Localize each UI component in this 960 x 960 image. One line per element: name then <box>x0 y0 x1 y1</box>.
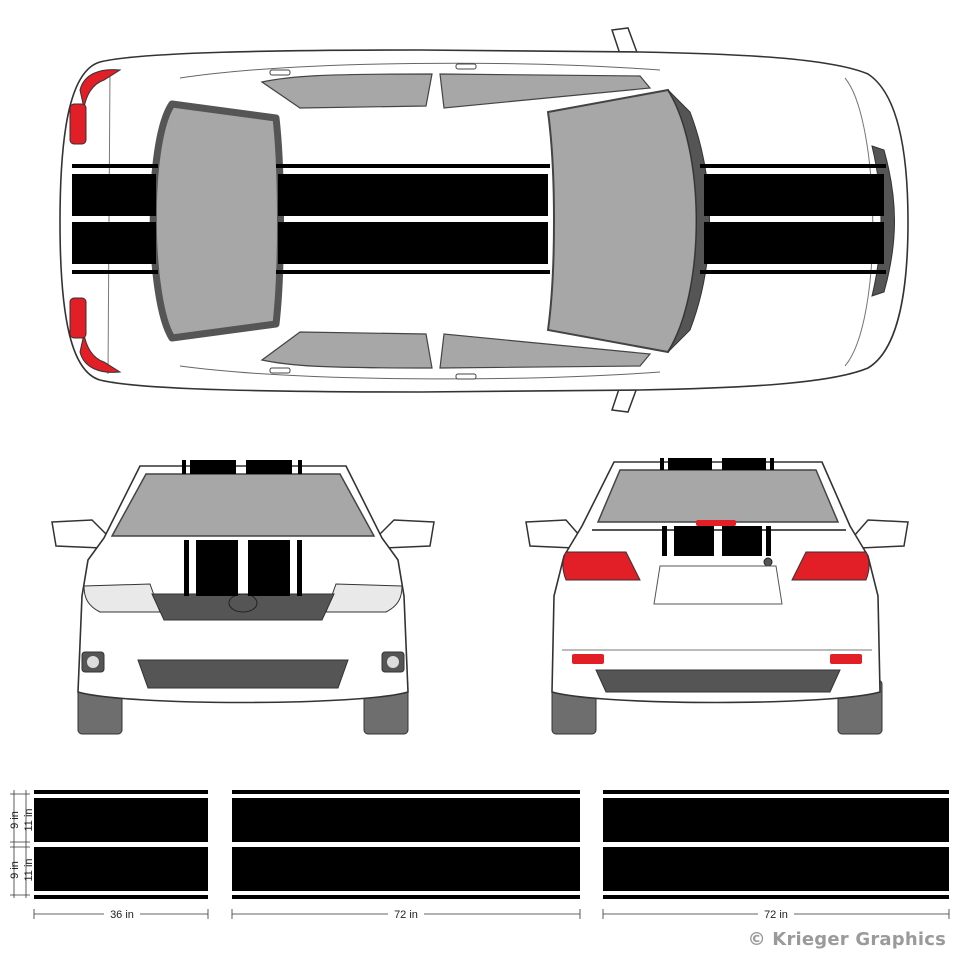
horizontal-dimensions <box>33 909 950 919</box>
stripes-front-roof <box>182 460 302 474</box>
vertical-dimensions <box>10 790 30 898</box>
car-top-view <box>59 27 909 413</box>
stripes-top-roof <box>276 164 550 274</box>
windshield-front <box>110 473 376 537</box>
stripes-front-hood <box>184 540 302 596</box>
dim-length-72in-a: 72 in <box>394 909 418 921</box>
copyright-text: © Krieger Graphics <box>747 929 946 950</box>
car-rear-view <box>525 458 909 735</box>
headlight-left <box>83 583 161 613</box>
headlight-right <box>325 583 403 613</box>
emblem-front <box>228 593 258 613</box>
stripes-rear-trunk <box>662 526 771 556</box>
rear-window-top <box>149 100 284 342</box>
dim-stripe-lower: 11 in <box>23 858 35 881</box>
stripe-segment-72in-b <box>603 790 949 899</box>
dim-gap-lower: 9 in <box>9 861 21 879</box>
dim-stripe-upper: 11 in <box>23 808 35 831</box>
emblem-rear <box>763 557 773 567</box>
mirror-rear-right <box>853 519 909 549</box>
side-window-top-rear <box>260 73 433 109</box>
stripe-segment-36in <box>34 790 208 899</box>
side-window-bottom-rear <box>260 331 433 369</box>
windshield-top <box>546 88 698 354</box>
stripes-top-hood <box>700 164 886 274</box>
rear-window-rear <box>596 469 840 523</box>
license-plate-area <box>653 565 783 605</box>
taillight-rear-left <box>562 551 641 581</box>
side-window-bottom-front <box>439 333 652 369</box>
lower-intake <box>137 659 349 689</box>
dim-gap-upper: 9 in <box>9 811 21 829</box>
stripes-top-rear-deck <box>72 164 158 274</box>
dim-length-72in-b: 72 in <box>764 909 788 921</box>
taillight-rear-right <box>791 551 870 581</box>
stripe-segment-72in-a <box>232 790 580 899</box>
stripes-rear-roof <box>660 458 774 470</box>
side-window-top-front <box>439 73 652 109</box>
taillight-top-right <box>79 333 122 373</box>
taillight-top-left <box>79 69 122 109</box>
third-brake-light <box>696 520 736 526</box>
diffuser <box>595 669 841 693</box>
car-front-view <box>51 460 435 735</box>
dim-length-36in: 36 in <box>110 909 134 921</box>
